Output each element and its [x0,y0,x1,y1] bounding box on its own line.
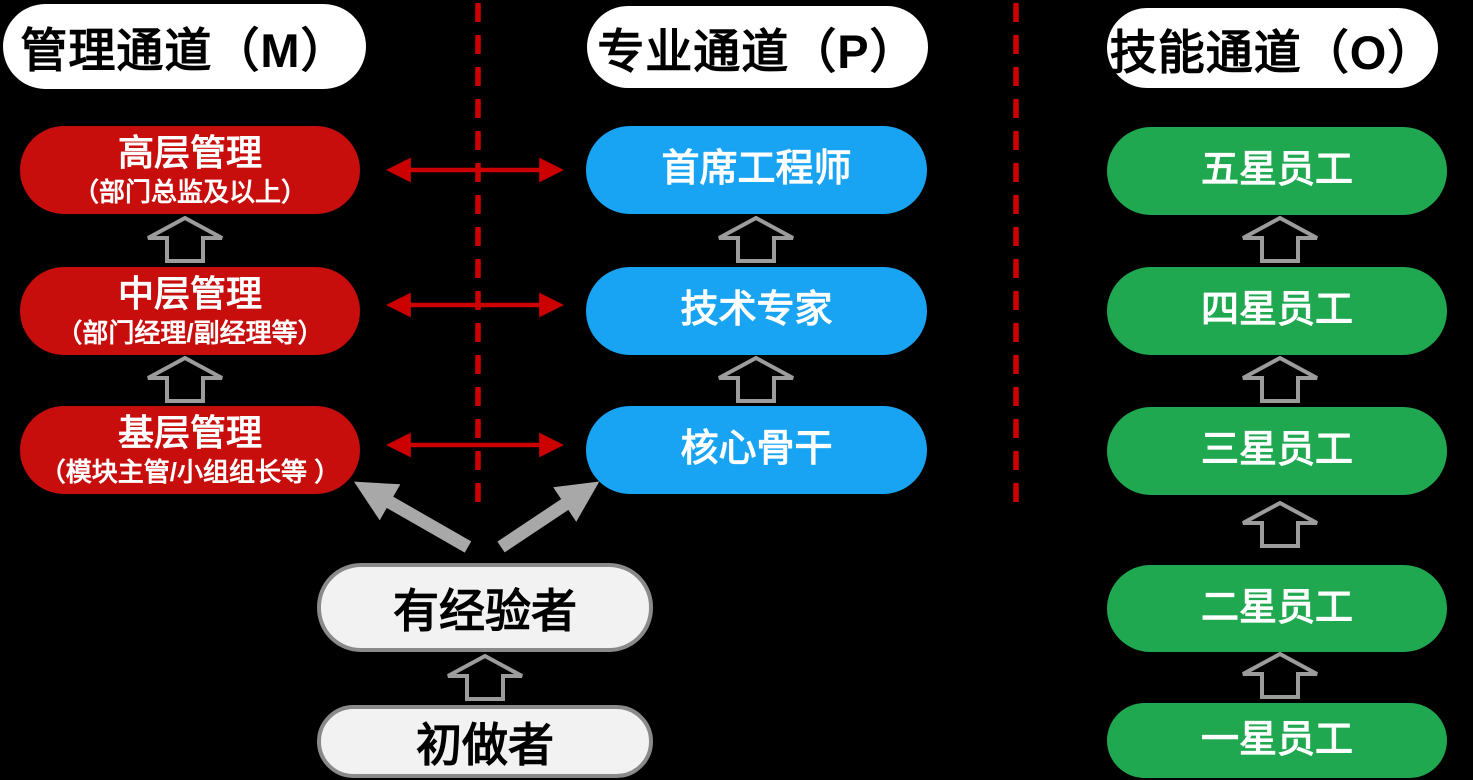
entry-label: 有经验者 [393,584,577,637]
up-arrow-threestar-to-fourstar [1235,356,1325,403]
entry-label: 初做者 [416,718,554,771]
up-arrow-m2-to-m1 [140,216,230,263]
level-title: 核心骨干 [680,428,833,471]
level-box-middle-management: 中层管理 （部门经理/副经理等） [20,267,360,355]
level-title: 三星员工 [1200,429,1353,472]
up-arrow-onestar-to-twostar [1235,652,1325,699]
level-title: 中层管理 [117,273,262,315]
up-arrow-beginner-to-experienced [440,654,530,701]
level-box-one-star: 一星员工 [1107,703,1447,778]
level-box-chief-engineer: 首席工程师 [586,126,927,214]
level-box-technical-expert: 技术专家 [586,267,927,355]
up-arrow-fourstar-to-fivestar [1235,216,1325,263]
level-box-four-star: 四星员工 [1107,267,1447,355]
entry-arrow-to-professional [497,481,600,553]
level-title: 五星员工 [1200,149,1353,192]
level-title: 一星员工 [1200,718,1353,761]
level-title: 首席工程师 [661,148,852,191]
channel-header-skill-label: 技能通道（O） [1109,25,1436,79]
level-box-senior-management: 高层管理 （部门总监及以上） [20,126,360,214]
level-box-firstline-management: 基层管理 （模块主管/小组组长等 ） [20,406,360,494]
up-arrow-p3-to-p2 [711,356,801,403]
entry-box-experienced: 有经验者 [317,563,653,652]
level-title: 技术专家 [680,289,833,332]
entry-arrow-to-management [353,481,472,553]
level-box-five-star: 五星员工 [1107,127,1447,215]
level-title: 四星员工 [1200,289,1353,332]
level-title: 高层管理 [117,132,262,174]
channel-header-professional: 专业通道（P） [587,6,928,88]
level-title: 基层管理 [117,412,262,454]
up-arrow-p2-to-p1 [711,216,801,263]
up-arrow-m3-to-m2 [140,356,230,403]
channel-header-skill: 技能通道（O） [1107,8,1438,88]
channel-header-management-label: 管理通道（M） [20,24,349,77]
up-arrow-twostar-to-threestar [1235,501,1325,548]
level-subtitle: （部门总监及以上） [72,176,307,207]
channel-header-professional-label: 专业通道（P） [597,24,918,78]
channel-header-management: 管理通道（M） [3,4,366,89]
level-title: 二星员工 [1200,586,1353,629]
level-box-two-star: 二星员工 [1107,565,1447,652]
level-subtitle: （模块主管/小组组长等 ） [39,456,341,487]
level-box-core-backbone: 核心骨干 [586,406,927,494]
level-subtitle: （部门经理/副经理等） [56,317,324,348]
level-box-three-star: 三星员工 [1107,407,1447,495]
entry-box-beginner: 初做者 [317,705,653,778]
